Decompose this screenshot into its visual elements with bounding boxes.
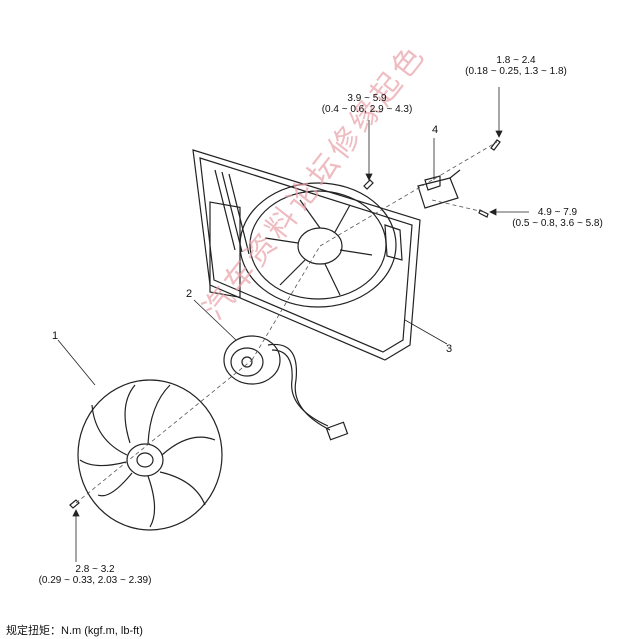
torque-label-shroud: 3.9 ~ 5.9 (0.4 ~ 0.6, 2.9 ~ 4.3) <box>312 93 422 115</box>
fan-blade <box>77 379 223 531</box>
torque-right-line1: 4.9 ~ 7.9 <box>537 207 578 218</box>
torque-label-top: 1.8 ~ 2.4 (0.18 ~ 0.25, 1.3 ~ 1.8) <box>456 55 576 77</box>
torque-top-line2: (0.18 ~ 0.25, 1.3 ~ 1.8) <box>465 66 567 77</box>
torque-label-right: 4.9 ~ 7.9 (0.5 ~ 0.8, 3.6 ~ 5.8) <box>500 207 615 229</box>
torque-fan-line2: (0.29 ~ 0.33, 2.03 ~ 2.39) <box>38 575 152 586</box>
torque-shroud-line2: (0.4 ~ 0.6, 2.9 ~ 4.3) <box>321 104 413 115</box>
callout-1: 1 <box>52 330 59 342</box>
torque-label-fan: 2.8 ~ 3.2 (0.29 ~ 0.33, 2.03 ~ 2.39) <box>25 564 165 586</box>
footer-note: 规定扭矩：N.m (kgf.m, lb-ft) <box>6 625 143 637</box>
torque-top-line1: 1.8 ~ 2.4 <box>496 55 536 66</box>
torque-right-line2: (0.5 ~ 0.8, 3.6 ~ 5.8) <box>512 218 603 229</box>
callout-2: 2 <box>186 288 193 300</box>
torque-fan-line1: 2.8 ~ 3.2 <box>75 564 115 575</box>
callout-3: 3 <box>446 343 453 355</box>
fan-shroud <box>192 149 421 361</box>
bolts <box>69 139 501 509</box>
callout-4: 4 <box>432 124 439 136</box>
torque-shroud-line1: 3.9 ~ 5.9 <box>347 93 387 104</box>
fan-motor <box>223 335 349 441</box>
resistor <box>417 169 461 209</box>
